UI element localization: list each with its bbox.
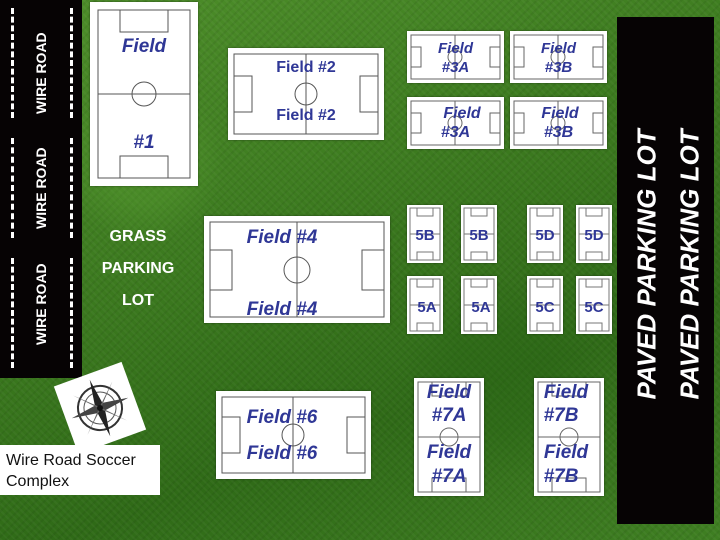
grass-lot-line: PARKING bbox=[101, 260, 175, 277]
pitch-markings bbox=[513, 100, 604, 146]
road-lane-marking bbox=[70, 138, 73, 238]
field-1[interactable]: Field #1 bbox=[90, 2, 198, 186]
field-7a[interactable]: Field #7A Field #7A bbox=[414, 378, 484, 496]
field-5b-2[interactable]: 5B bbox=[461, 205, 497, 263]
road-lane-marking bbox=[70, 8, 73, 118]
field-6[interactable]: Field #6 Field #6 bbox=[216, 391, 371, 479]
field-label: 5C bbox=[584, 299, 604, 316]
field-label: 5D bbox=[584, 227, 604, 244]
pitch-markings bbox=[578, 207, 610, 261]
road-lane-marking bbox=[11, 138, 14, 238]
field-5d-2[interactable]: 5D bbox=[576, 205, 612, 263]
pitch-markings bbox=[409, 207, 441, 261]
field-label: 5B bbox=[415, 227, 435, 244]
field-5b-1[interactable]: 5B bbox=[407, 205, 443, 263]
field-label: #1 bbox=[133, 132, 155, 153]
field-label: Field #6 bbox=[246, 443, 318, 464]
map-caption: Wire Road Soccer Complex bbox=[0, 445, 160, 495]
pitch-markings bbox=[97, 9, 191, 179]
field-5c-1[interactable]: 5C bbox=[527, 276, 563, 334]
pitch-markings bbox=[409, 278, 441, 332]
field-label: #7A bbox=[431, 405, 467, 426]
field-5a-1[interactable]: 5A bbox=[407, 276, 443, 334]
field-label: Field #4 bbox=[246, 227, 318, 248]
field-label: Field #2 bbox=[276, 59, 336, 76]
field-label: Field bbox=[543, 382, 589, 403]
pitch-markings bbox=[513, 34, 604, 80]
wire-road: WIRE ROAD WIRE ROAD WIRE ROAD bbox=[0, 0, 82, 378]
field-label: #3A bbox=[441, 59, 470, 76]
field-3b-bottom[interactable]: Field #3B bbox=[510, 97, 607, 149]
pitch-markings bbox=[463, 278, 495, 332]
field-label: 5D bbox=[535, 227, 555, 244]
field-label: Field bbox=[426, 382, 472, 403]
pitch-markings bbox=[233, 53, 379, 135]
field-2[interactable]: Field #2 Field #2 bbox=[228, 48, 384, 140]
field-label: Field bbox=[426, 442, 472, 463]
parking-lot-label: PAVED PARKING LOT bbox=[631, 129, 662, 400]
pitch-markings bbox=[410, 34, 501, 80]
pitch-markings bbox=[209, 221, 385, 318]
pitch-markings bbox=[410, 100, 501, 146]
compass-rose-icon bbox=[53, 361, 147, 455]
parking-lot-label: PAVED PARKING LOT bbox=[674, 129, 705, 400]
pitch-markings bbox=[529, 278, 561, 332]
pitch-markings bbox=[529, 207, 561, 261]
caption-line: Wire Road Soccer bbox=[6, 452, 136, 469]
field-label: Field #4 bbox=[246, 299, 318, 320]
field-label: Field bbox=[121, 36, 167, 57]
field-label: Field bbox=[541, 105, 579, 122]
field-label: #7B bbox=[543, 466, 579, 487]
field-3a-top[interactable]: Field #3A bbox=[407, 31, 504, 83]
pitch-markings bbox=[221, 396, 366, 474]
pitch-markings bbox=[578, 278, 610, 332]
field-label: Field bbox=[540, 40, 576, 57]
road-lane-marking bbox=[11, 258, 14, 368]
road-label: WIRE ROAD bbox=[33, 263, 49, 345]
pitch-markings bbox=[537, 381, 601, 493]
field-label: 5A bbox=[417, 299, 437, 316]
field-3b-top[interactable]: Field #3B bbox=[510, 31, 607, 83]
field-label: #3B bbox=[544, 59, 573, 76]
field-label: #3A bbox=[440, 124, 471, 141]
field-label: Field bbox=[443, 105, 481, 122]
field-5d-1[interactable]: 5D bbox=[527, 205, 563, 263]
grass-lot-line: LOT bbox=[122, 292, 154, 309]
road-lane-marking bbox=[70, 258, 73, 368]
road-label: WIRE ROAD bbox=[33, 32, 49, 114]
field-label: Field #2 bbox=[276, 107, 336, 124]
field-5a-2[interactable]: 5A bbox=[461, 276, 497, 334]
field-label: Field bbox=[437, 40, 473, 57]
road-label: WIRE ROAD bbox=[33, 147, 49, 229]
field-7b[interactable]: Field #7B Field #7B bbox=[534, 378, 604, 496]
field-label: Field #6 bbox=[246, 407, 318, 428]
field-label: Field bbox=[543, 442, 589, 463]
field-label: #7A bbox=[431, 466, 467, 487]
grass-parking-lot-label: GRASS PARKING LOT bbox=[92, 228, 184, 324]
caption-line: Complex bbox=[6, 473, 70, 490]
field-label: #3B bbox=[543, 124, 574, 141]
field-4[interactable]: Field #4 Field #4 bbox=[204, 216, 390, 323]
field-label: #7B bbox=[543, 405, 579, 426]
pitch-markings bbox=[463, 207, 495, 261]
pitch-markings bbox=[417, 381, 481, 493]
paved-parking-lot: PAVED PARKING LOT PAVED PARKING LOT bbox=[617, 17, 714, 524]
field-5c-2[interactable]: 5C bbox=[576, 276, 612, 334]
field-label: 5B bbox=[469, 227, 489, 244]
field-3a-bottom[interactable]: Field #3A bbox=[407, 97, 504, 149]
compass-rose-graphic bbox=[71, 379, 129, 437]
road-lane-marking bbox=[11, 8, 14, 118]
field-label: 5A bbox=[471, 299, 491, 316]
grass-lot-line: GRASS bbox=[109, 228, 167, 245]
field-label: 5C bbox=[535, 299, 555, 316]
